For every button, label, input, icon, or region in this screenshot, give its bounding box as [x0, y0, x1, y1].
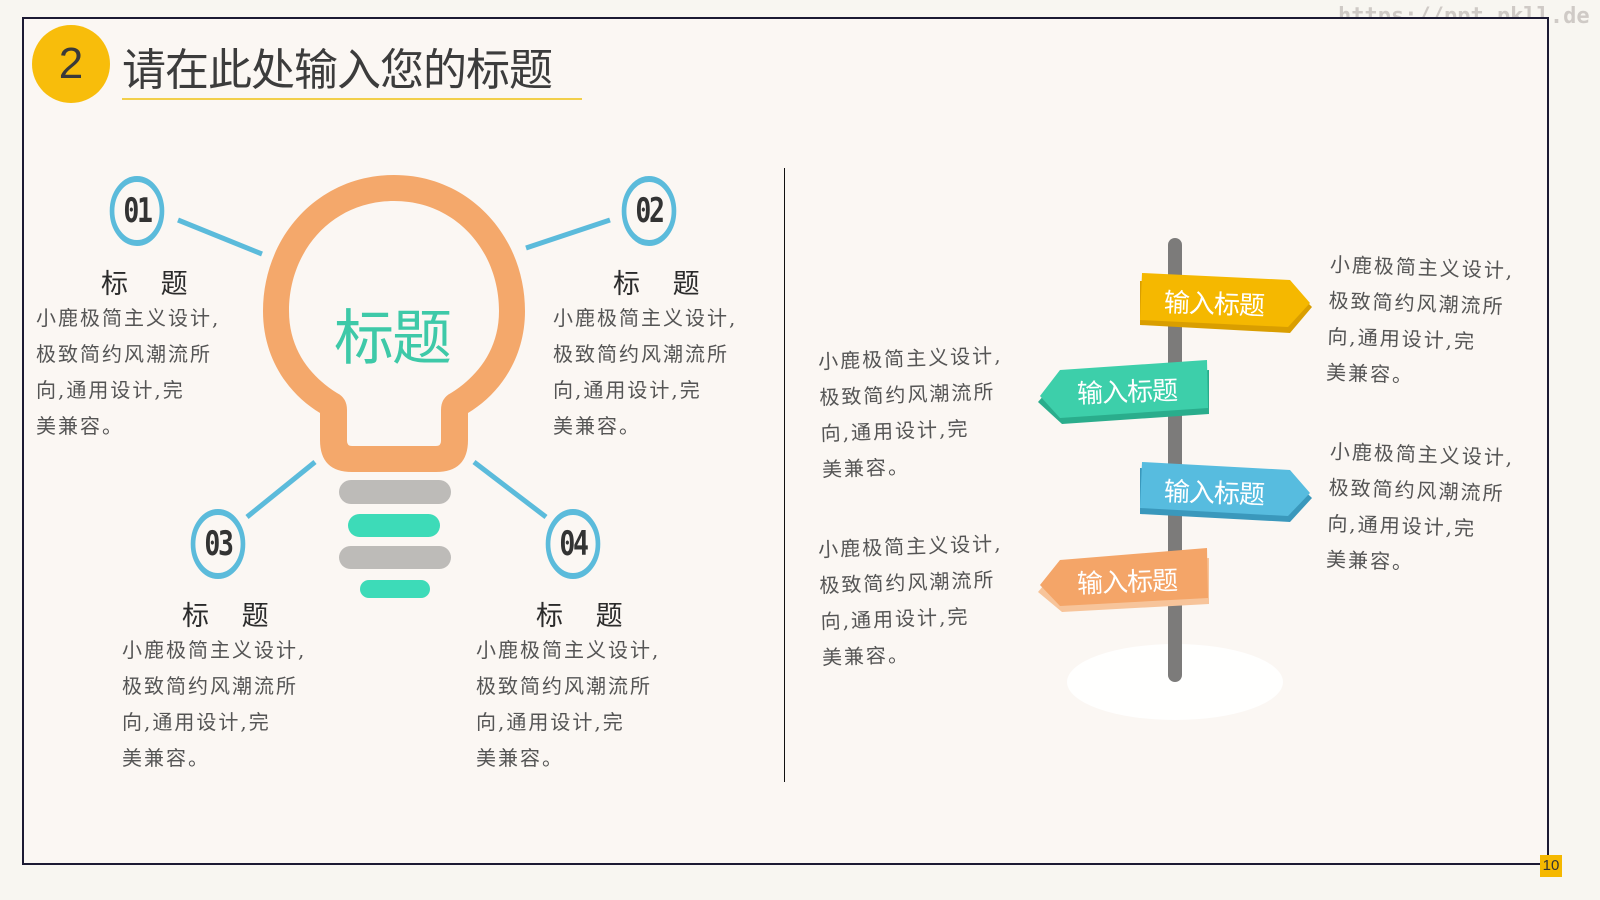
page-title[interactable]: 请在此处输入您的标题 — [122, 45, 553, 96]
text-line: 美兼容。 — [476, 746, 564, 770]
bulb-title[interactable]: 标题 — [334, 304, 452, 374]
item-text-03[interactable]: 小鹿极简主义设计, 极致简约风潮流所 向,通用设计,完 美兼容。 — [122, 632, 332, 776]
number-circle-01: 01 — [109, 176, 165, 246]
item-title-03[interactable]: 标 题 — [182, 601, 281, 632]
text-line: 极致简约风潮流所 — [36, 342, 212, 366]
item-title-01[interactable]: 标 题 — [101, 269, 200, 300]
text-line: 向,通用设计,完 — [122, 710, 271, 734]
text-line: 美兼容。 — [1325, 360, 1415, 388]
item-title-02[interactable]: 标 题 — [613, 269, 712, 300]
text-line: 极致简约风潮流所 — [476, 674, 652, 698]
text-line: 美兼容。 — [553, 414, 641, 438]
text-line: 美兼容。 — [122, 746, 210, 770]
sign-label-2[interactable]: 输入标题 — [1076, 376, 1178, 410]
text-line: 美兼容。 — [1325, 547, 1415, 575]
slide-frame — [22, 17, 1549, 865]
text-line: 小鹿极简主义设计, — [817, 531, 1003, 562]
title-underline — [122, 98, 582, 100]
sign-label-4[interactable]: 输入标题 — [1076, 566, 1178, 600]
number-circle-03: 03 — [190, 509, 246, 579]
item-title-04[interactable]: 标 题 — [536, 601, 635, 632]
text-line: 向,通用设计,完 — [36, 378, 185, 402]
text-line: 小鹿极简主义设计, — [476, 638, 661, 662]
sign-text-right-1[interactable]: 小鹿极简主义设计, 极致简约风潮流所 向,通用设计,完 美兼容。 — [1326, 246, 1541, 397]
page-number: 10 — [1540, 855, 1562, 877]
text-line: 小鹿极简主义设计, — [36, 306, 221, 330]
sign-label-3[interactable]: 输入标题 — [1163, 477, 1265, 511]
text-line: 极致简约风潮流所 — [122, 674, 298, 698]
number-circle-02: 02 — [621, 176, 677, 246]
sign-text-left-1[interactable]: 小鹿极简主义设计, 极致简约风潮流所 向,通用设计,完 美兼容。 — [818, 336, 1033, 487]
item-text-02[interactable]: 小鹿极简主义设计, 极致简约风潮流所 向,通用设计,完 美兼容。 — [553, 300, 763, 444]
number-circle-04: 04 — [545, 509, 601, 579]
vertical-divider — [784, 168, 785, 782]
text-line: 美兼容。 — [36, 414, 124, 438]
text-line: 美兼容。 — [821, 642, 911, 670]
sign-text-left-2[interactable]: 小鹿极简主义设计, 极致简约风潮流所 向,通用设计,完 美兼容。 — [818, 524, 1033, 675]
item-text-01[interactable]: 小鹿极简主义设计, 极致简约风潮流所 向,通用设计,完 美兼容。 — [36, 300, 246, 444]
text-line: 小鹿极简主义设计, — [122, 638, 307, 662]
text-line: 向,通用设计,完 — [553, 378, 702, 402]
item-text-04[interactable]: 小鹿极简主义设计, 极致简约风潮流所 向,通用设计,完 美兼容。 — [476, 632, 686, 776]
lightbulb-icon — [177, 175, 611, 598]
sign-text-right-2[interactable]: 小鹿极简主义设计, 极致简约风潮流所 向,通用设计,完 美兼容。 — [1326, 433, 1541, 584]
text-line: 向,通用设计,完 — [476, 710, 625, 734]
text-line: 美兼容。 — [821, 454, 911, 482]
section-number-badge: 2 — [32, 25, 110, 103]
sign-label-1[interactable]: 输入标题 — [1163, 288, 1265, 322]
text-line: 极致简约风潮流所 — [553, 342, 729, 366]
text-line: 小鹿极简主义设计, — [817, 343, 1003, 374]
text-line: 小鹿极简主义设计, — [553, 306, 738, 330]
